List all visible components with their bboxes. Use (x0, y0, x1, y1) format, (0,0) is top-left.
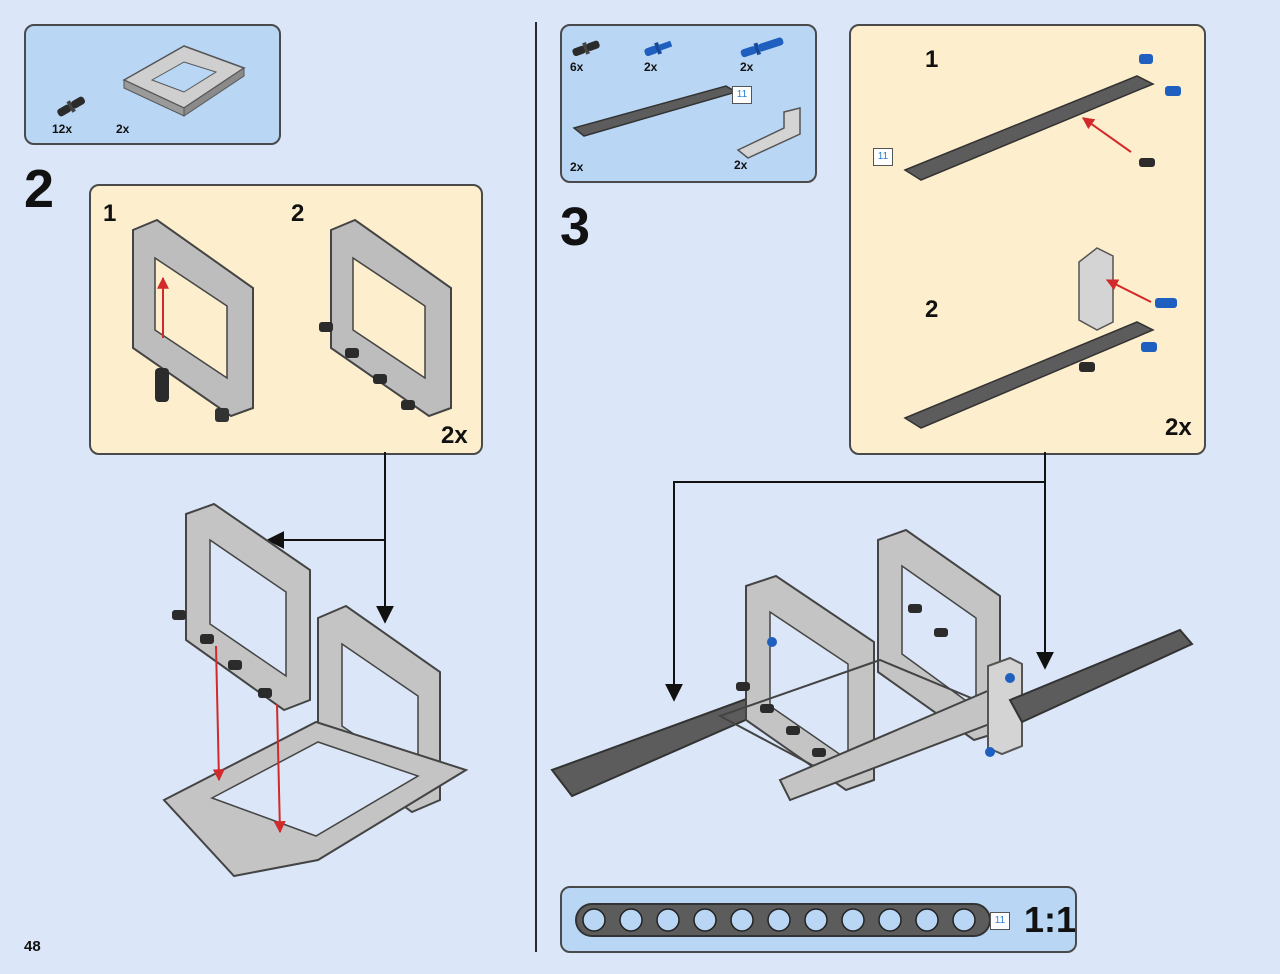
multiplier-label: 2x (1165, 414, 1192, 441)
part-qty: 2x (740, 60, 754, 74)
beam-scale-icon (575, 903, 991, 937)
substep-number: 1 (103, 200, 117, 227)
part-qty: 2x (116, 122, 130, 136)
gray-l-beam-icon (736, 107, 801, 159)
step2-assembly-diagram (162, 452, 469, 878)
beam-length-tag: 11 (732, 86, 752, 104)
vertical-frame-with-pins-icon (319, 218, 452, 418)
vertical-frame-icon (132, 218, 254, 422)
step2-subassembly-callout: 1 2 2x (89, 184, 483, 455)
beam-length-tag: 11 (990, 912, 1010, 930)
blue-long-pin-icon (740, 37, 784, 58)
part-qty: 12x (52, 122, 73, 136)
scale-reference-box: 11 1:1 (560, 886, 1077, 953)
part-qty: 2x (734, 158, 748, 172)
multiplier-label: 2x (441, 422, 468, 449)
part-qty: 2x (644, 60, 658, 74)
step2-parts-callout: 12x 2x (24, 24, 281, 145)
beam-with-pins-icon (903, 54, 1181, 181)
substep-number: 2 (291, 200, 305, 227)
black-friction-pin-icon (572, 40, 600, 57)
step-number: 3 (560, 197, 591, 257)
page-number: 48 (24, 938, 41, 955)
blue-axle-pin-icon (644, 40, 673, 57)
beam-length-tag: 11 (873, 148, 893, 166)
part-qty: 2x (570, 160, 584, 174)
gray-open-frame-icon (122, 45, 246, 117)
step-number: 2 (24, 159, 55, 219)
column-divider (535, 22, 537, 952)
scale-label: 1:1 (1024, 899, 1077, 940)
beam-with-l-beam-icon (903, 247, 1177, 429)
substep-number: 1 (925, 46, 939, 73)
substep-number: 2 (925, 296, 939, 323)
black-friction-pin-icon (57, 96, 86, 117)
step3-subassembly-callout: 1 11 2 2x (849, 24, 1206, 455)
part-qty: 6x (570, 60, 584, 74)
step3-parts-callout: 6x 2x 2x 11 2x 2x (560, 24, 817, 183)
